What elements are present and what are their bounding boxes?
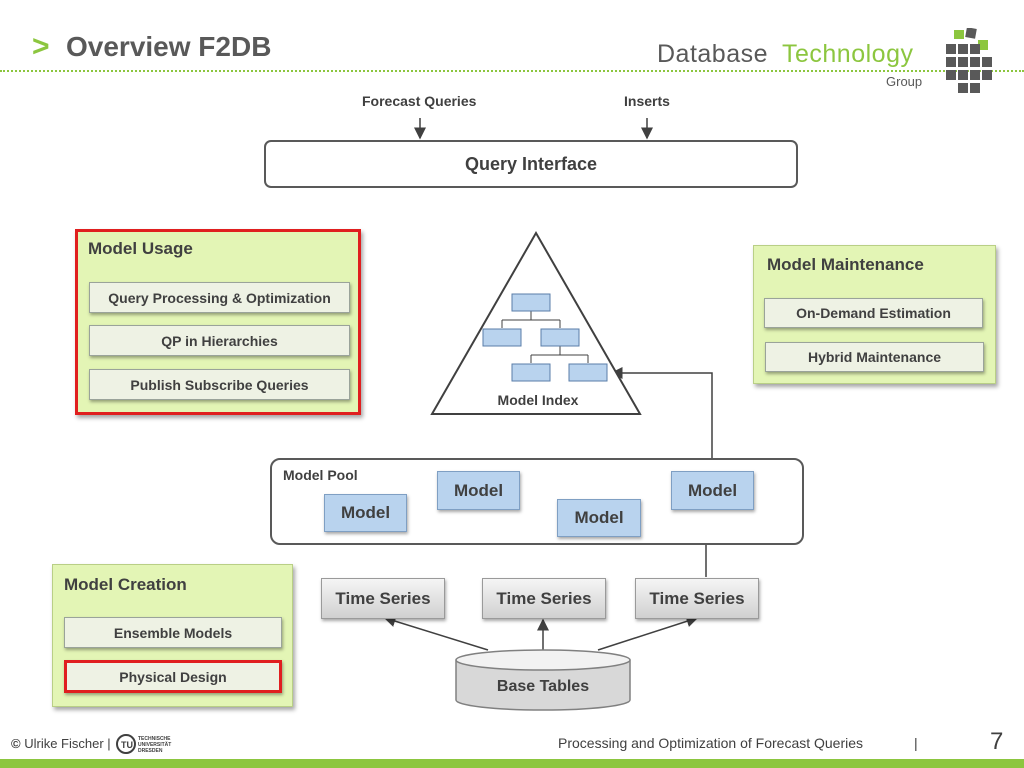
- ensemble-models-item: Ensemble Models: [64, 617, 282, 648]
- physical-design-item: Physical Design: [64, 660, 282, 693]
- brand-database: Database: [657, 40, 769, 68]
- hybrid-maintenance-item: Hybrid Maintenance: [765, 342, 984, 372]
- title-arrow: >: [32, 30, 50, 63]
- model-index-label: Model Index: [497, 392, 579, 408]
- time-series-box: Time Series: [635, 578, 759, 619]
- on-demand-estimation-item: On-Demand Estimation: [764, 298, 983, 328]
- brand-group: Group: [886, 74, 923, 89]
- footer-author: © Ulrike Fischer |: [11, 736, 111, 751]
- model-box: Model: [557, 499, 641, 537]
- svg-text:DRESDEN: DRESDEN: [138, 748, 163, 754]
- publish-subscribe-item: Publish Subscribe Queries: [89, 369, 350, 400]
- model-maintenance-title: Model Maintenance: [767, 255, 924, 274]
- footer-bar: [0, 759, 1024, 768]
- qp-hierarchies-item: QP in Hierarchies: [89, 325, 350, 356]
- footer-talk-title: Processing and Optimization of Forecast …: [558, 735, 864, 751]
- slide-title: Overview F2DB: [66, 31, 272, 62]
- page-number: 7: [990, 728, 1004, 755]
- query-interface-box: Query Interface: [264, 140, 798, 188]
- model-pool-label: Model Pool: [283, 467, 358, 483]
- query-processing-item: Query Processing & Optimization: [89, 282, 350, 313]
- header-divider: [0, 70, 1024, 72]
- footer-separator: |: [914, 735, 918, 751]
- author-name: Ulrike Fischer |: [24, 736, 111, 751]
- model-box: Model: [671, 471, 754, 510]
- svg-text:TU: TU: [121, 740, 133, 750]
- model-usage-title: Model Usage: [88, 239, 193, 258]
- brand-technology: Technology: [782, 40, 914, 68]
- copyright-symbol: ©: [11, 736, 21, 751]
- svg-text:TECHNISCHE: TECHNISCHE: [138, 736, 171, 742]
- forecast-queries-label: Forecast Queries: [362, 93, 477, 109]
- svg-text:UNIVERSITÄT: UNIVERSITÄT: [138, 741, 171, 748]
- base-tables-label: Base Tables: [496, 678, 590, 695]
- time-series-box: Time Series: [321, 578, 445, 619]
- grid-cube-logo-icon: [946, 28, 992, 93]
- inserts-label: Inserts: [624, 93, 670, 109]
- model-box: Model: [437, 471, 520, 510]
- model-creation-title: Model Creation: [64, 575, 187, 594]
- time-series-box: Time Series: [482, 578, 606, 619]
- tu-dresden-logo-icon: TU TECHNISCHE UNIVERSITÄT DRESDEN: [116, 734, 171, 754]
- model-box: Model: [324, 494, 407, 532]
